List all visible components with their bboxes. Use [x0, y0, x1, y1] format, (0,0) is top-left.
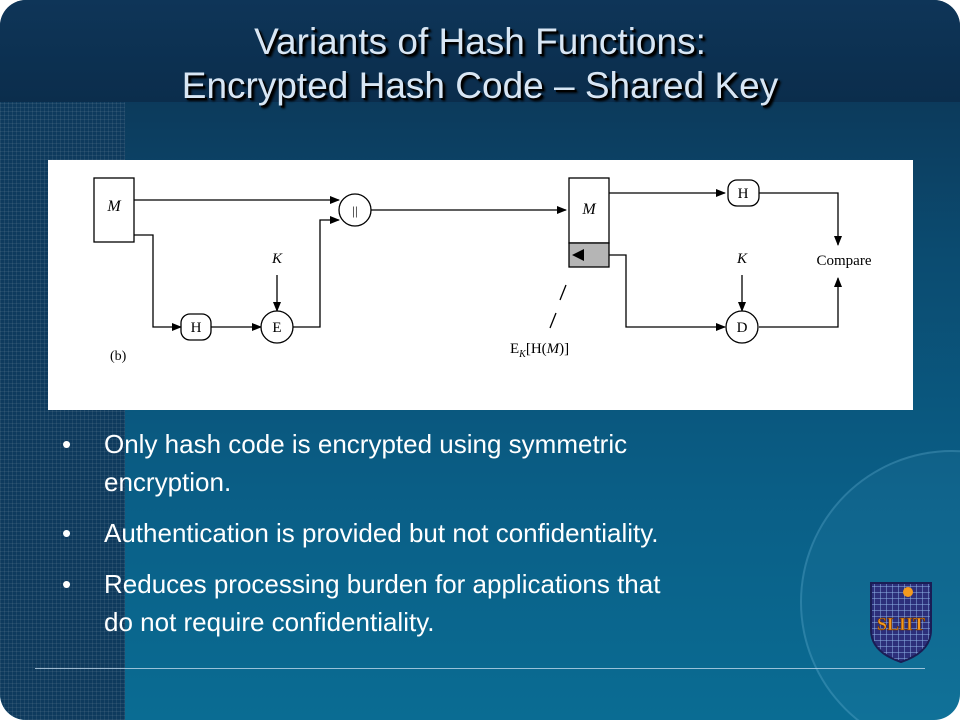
encrypt-node: [260, 310, 294, 344]
concat-label: ||: [352, 203, 357, 218]
hash-diagram: M || H K E M H K D Compare (b) EK[H(M)]: [48, 160, 913, 410]
decrypt-label: D: [737, 320, 748, 336]
bullet-text-continued: do not require confidentiality.: [104, 607, 435, 637]
title-line-2: Encrypted Hash Code – Shared Key: [181, 65, 779, 106]
bullet-list: • Only hash code is encrypted using symm…: [62, 425, 912, 654]
message-box-left: [93, 177, 135, 243]
title-line-1: Variants of Hash Functions:: [254, 21, 706, 62]
arrow-into-block: [572, 249, 584, 261]
title-band: [0, 0, 960, 102]
encrypt-label: E: [272, 320, 281, 336]
slide-title: Variants of Hash Functions: Encrypted Ha…: [0, 20, 960, 108]
bullet-item: • Reduces processing burden for applicat…: [62, 565, 912, 641]
bullet-item: • Only hash code is encrypted using symm…: [62, 425, 912, 501]
sliit-logo: SLIIT: [870, 582, 932, 664]
bullet-text: Reduces processing burden for applicatio…: [104, 569, 661, 599]
bullet-item: • Authentication is provided but not con…: [62, 514, 912, 552]
hash-node-left: [180, 313, 212, 341]
bullet-dot: •: [62, 569, 72, 599]
concat-circle: [338, 193, 372, 227]
bullet-text-continued: encryption.: [104, 467, 232, 497]
decrypt-node: [725, 310, 759, 344]
key-label-right: K: [736, 251, 748, 267]
footer-divider: [35, 668, 925, 669]
encrypted-hash-label: EK[H(M)]: [510, 341, 569, 360]
message-label-right: M: [581, 201, 597, 218]
bullet-dot: •: [62, 518, 72, 548]
diagram-svg: M || H K E M H K D Compare (b) EK[H(M)]: [93, 177, 872, 364]
logo-text: SLIIT: [877, 614, 925, 634]
hash-node-right: [727, 179, 760, 207]
hash-label-left: H: [191, 320, 202, 336]
hash-label-right: H: [738, 186, 749, 202]
compare-label: Compare: [817, 253, 872, 269]
message-label-left: M: [106, 198, 122, 215]
panel-label: (b): [110, 349, 127, 364]
bullet-dot: •: [62, 429, 72, 459]
key-label-left: K: [271, 251, 283, 267]
bullet-text: Authentication is provided but not confi…: [104, 518, 659, 548]
bullet-text: Only hash code is encrypted using symmet…: [104, 429, 628, 459]
